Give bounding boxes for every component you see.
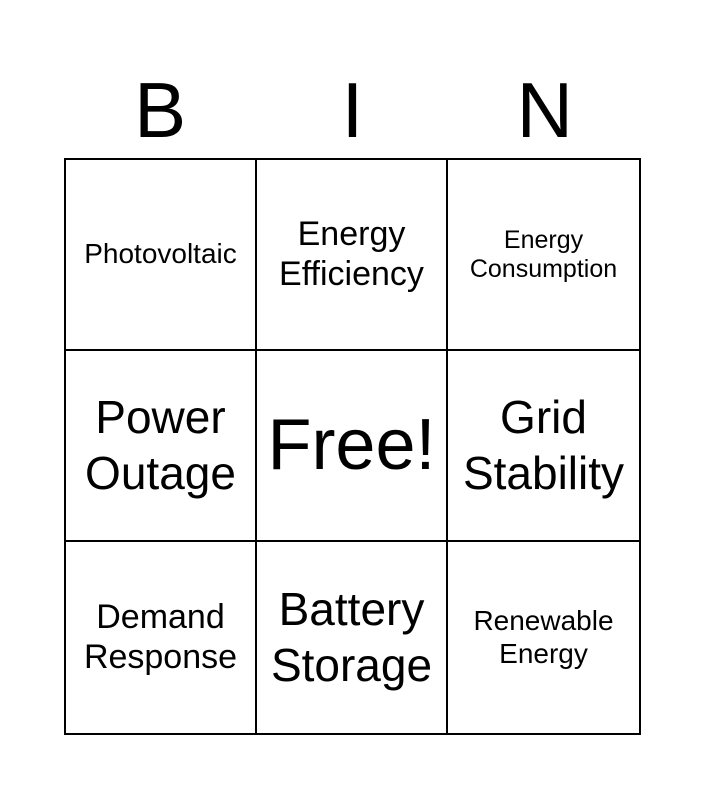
cell-label: Renewable Energy bbox=[473, 605, 614, 669]
cell-label: Energy Efficiency bbox=[279, 215, 424, 293]
bingo-cell-free-space[interactable]: Free! bbox=[257, 351, 448, 542]
cell-label: Battery Storage bbox=[270, 583, 433, 691]
header-letter-b: B bbox=[134, 66, 187, 154]
header-letter-i: I bbox=[341, 66, 364, 154]
bingo-cell-demand-response[interactable]: Demand Response bbox=[66, 542, 257, 733]
bingo-cell-power-outage[interactable]: Power Outage bbox=[66, 351, 257, 542]
bingo-board: Photovoltaic Energy Efficiency Energy Co… bbox=[64, 158, 641, 735]
bingo-cell-renewable-energy[interactable]: Renewable Energy bbox=[448, 542, 639, 733]
bingo-cell-energy-efficiency[interactable]: Energy Efficiency bbox=[257, 160, 448, 351]
cell-label: Photovoltaic bbox=[84, 238, 237, 270]
bingo-cell-battery-storage[interactable]: Battery Storage bbox=[257, 542, 448, 733]
bingo-cell-photovoltaic[interactable]: Photovoltaic bbox=[66, 160, 257, 351]
cell-label: Energy Consumption bbox=[469, 225, 618, 283]
bingo-cell-energy-consumption[interactable]: Energy Consumption bbox=[448, 160, 639, 351]
cell-label: Grid Stability bbox=[462, 391, 625, 499]
cell-label: Power Outage bbox=[85, 391, 236, 499]
bingo-header: B I N bbox=[64, 60, 641, 160]
cell-label: Free! bbox=[267, 405, 436, 486]
bingo-cell-grid-stability[interactable]: Grid Stability bbox=[448, 351, 639, 542]
header-letter-n: N bbox=[516, 66, 573, 154]
cell-label: Demand Response bbox=[83, 598, 238, 676]
